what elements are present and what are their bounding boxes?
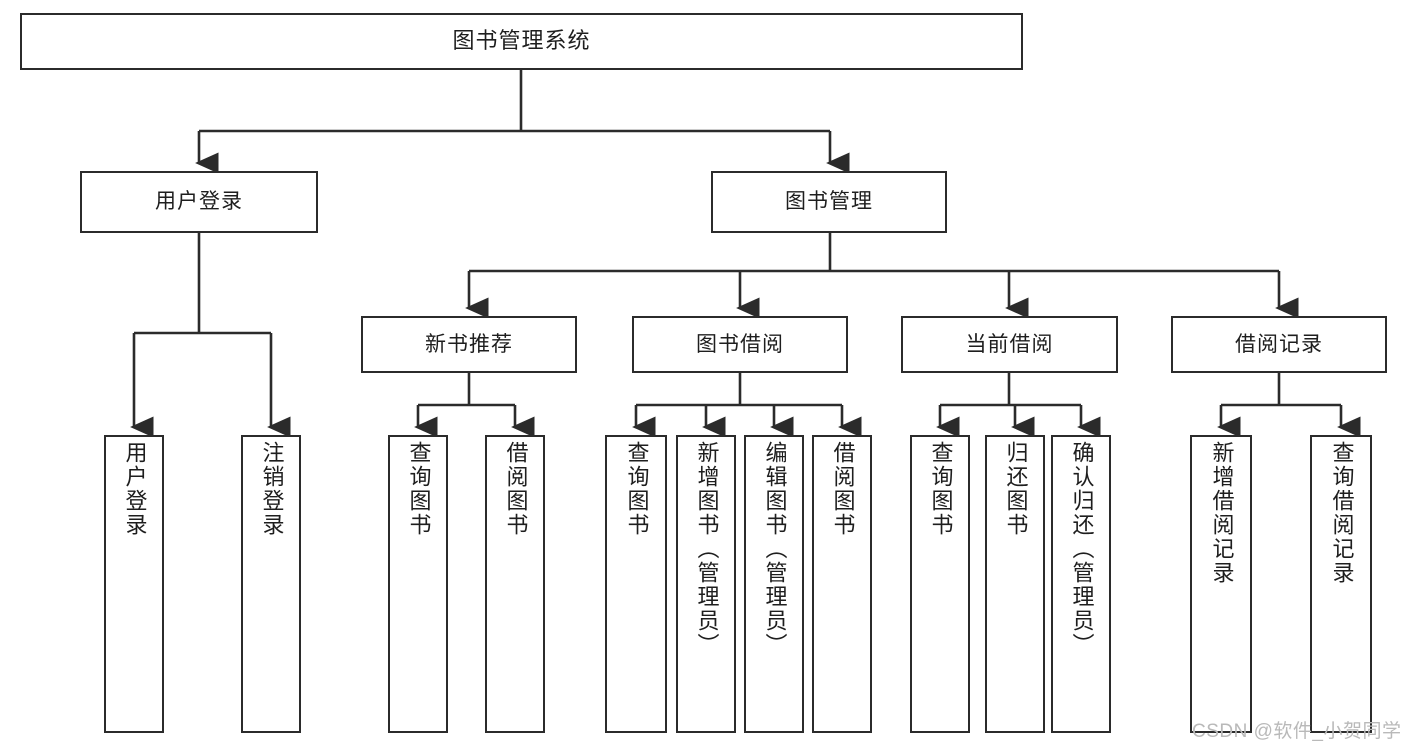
node-book-management-label: 图书管理: [785, 190, 873, 214]
leaf-user-logout[interactable]: 注销登录: [241, 435, 301, 733]
node-borrow-records[interactable]: 借阅记录: [1171, 316, 1387, 373]
leaf-borrow-lend-book-label: 借阅图书: [830, 441, 856, 537]
csdn-watermark: CSDN @软件_小贺同学: [1192, 721, 1402, 742]
leaf-records-query-record[interactable]: 查询借阅记录: [1310, 435, 1372, 733]
node-current-borrow[interactable]: 当前借阅: [901, 316, 1118, 373]
leaf-borrow-query-book[interactable]: 查询图书: [605, 435, 667, 733]
leaf-borrow-edit-book-admin[interactable]: 编辑图书（管理员）: [744, 435, 804, 733]
leaf-newbook-borrow-book[interactable]: 借阅图书: [485, 435, 545, 733]
node-borrow-records-label: 借阅记录: [1235, 332, 1323, 356]
node-root-label: 图书管理系统: [452, 28, 591, 54]
node-new-book-recommend[interactable]: 新书推荐: [361, 316, 577, 373]
leaf-borrow-add-book-admin-label: 新增图书（管理员）: [694, 441, 720, 657]
leaf-records-add-record[interactable]: 新增借阅记录: [1190, 435, 1252, 733]
node-user-login-label: 用户登录: [155, 190, 243, 214]
leaf-current-query-book[interactable]: 查询图书: [910, 435, 970, 733]
node-current-borrow-label: 当前借阅: [965, 332, 1054, 356]
leaf-current-query-book-label: 查询图书: [928, 441, 954, 537]
leaf-borrow-add-book-admin[interactable]: 新增图书（管理员）: [676, 435, 736, 733]
node-new-book-recommend-label: 新书推荐: [425, 332, 513, 356]
leaf-newbook-query-book[interactable]: 查询图书: [388, 435, 448, 733]
leaf-user-login[interactable]: 用户登录: [104, 435, 164, 733]
leaf-user-login-label: 用户登录: [122, 441, 148, 537]
node-user-login[interactable]: 用户登录: [80, 171, 318, 233]
leaf-borrow-edit-book-admin-label: 编辑图书（管理员）: [762, 441, 788, 657]
leaf-borrow-lend-book[interactable]: 借阅图书: [812, 435, 872, 733]
leaf-newbook-query-book-label: 查询图书: [406, 441, 432, 537]
node-root[interactable]: 图书管理系统: [20, 13, 1023, 70]
node-book-borrow[interactable]: 图书借阅: [632, 316, 848, 373]
node-book-borrow-label: 图书借阅: [696, 332, 784, 356]
leaf-current-return-book[interactable]: 归还图书: [985, 435, 1045, 733]
leaf-records-query-record-label: 查询借阅记录: [1329, 441, 1355, 585]
leaf-newbook-borrow-book-label: 借阅图书: [503, 441, 529, 537]
leaf-current-confirm-return-admin-label: 确认归还（管理员）: [1069, 441, 1095, 657]
leaf-records-add-record-label: 新增借阅记录: [1209, 441, 1235, 585]
leaf-borrow-query-book-label: 查询图书: [624, 441, 650, 537]
leaf-current-return-book-label: 归还图书: [1003, 441, 1029, 537]
node-book-management[interactable]: 图书管理: [711, 171, 947, 233]
leaf-current-confirm-return-admin[interactable]: 确认归还（管理员）: [1051, 435, 1111, 733]
leaf-user-logout-label: 注销登录: [259, 441, 285, 537]
